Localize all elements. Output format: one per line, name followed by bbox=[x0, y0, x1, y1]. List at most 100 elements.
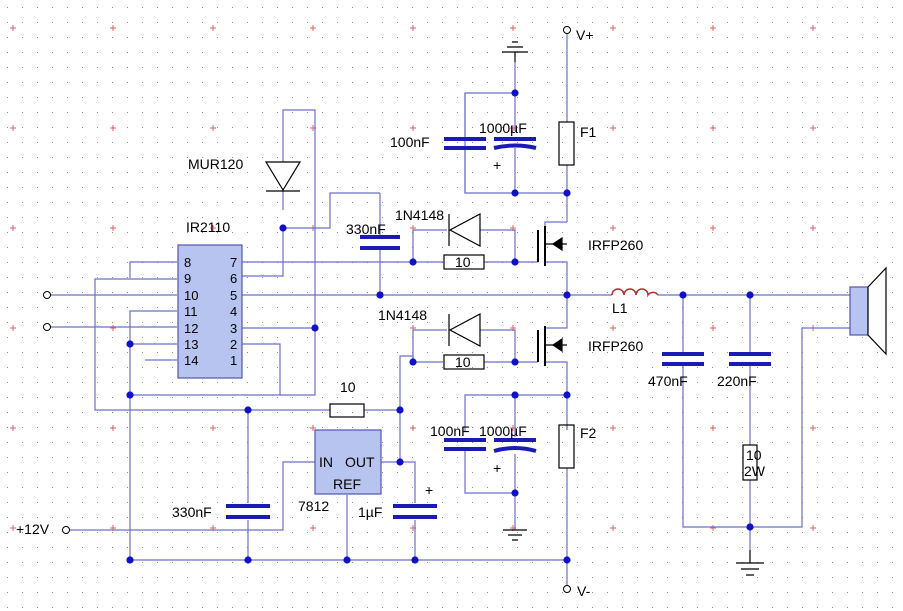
grid-cross bbox=[610, 425, 616, 431]
v12-terminal[interactable] bbox=[62, 526, 70, 534]
cap-top-1000u[interactable] bbox=[493, 137, 537, 150]
cap-output-1u[interactable] bbox=[393, 504, 437, 519]
junction-dot bbox=[511, 189, 519, 197]
grid-cross bbox=[210, 225, 216, 231]
fuse-f1-label: F1 bbox=[580, 124, 597, 140]
grid-cross bbox=[710, 25, 716, 31]
regulator-7812[interactable] bbox=[314, 429, 382, 495]
vplus-label: V+ bbox=[576, 27, 594, 43]
mosfet-top-irfp260[interactable] bbox=[537, 226, 567, 266]
grid-cross bbox=[410, 25, 416, 31]
resistor-snubber-value: 10 bbox=[746, 447, 762, 463]
grid-cross bbox=[610, 325, 616, 331]
v12-label: +12V bbox=[16, 521, 50, 537]
cap-input-330n-label: 330nF bbox=[172, 504, 212, 520]
junction-dot bbox=[409, 258, 417, 266]
junction-dot bbox=[244, 556, 252, 564]
grid-cross bbox=[310, 425, 316, 431]
cap-top-100n[interactable] bbox=[444, 137, 486, 150]
ic-ir2110[interactable] bbox=[177, 244, 243, 379]
grid-cross bbox=[10, 25, 16, 31]
junction-dot bbox=[679, 291, 687, 299]
ic-pin-10: 10 bbox=[184, 288, 198, 303]
junction-dot bbox=[126, 340, 134, 348]
resistor-snubber[interactable] bbox=[742, 444, 758, 481]
ic-pin-4: 4 bbox=[230, 304, 237, 319]
cap-220n[interactable] bbox=[729, 352, 771, 366]
cap-input-330n[interactable] bbox=[226, 504, 270, 519]
cap-bot-1000u[interactable] bbox=[493, 438, 537, 453]
grid-cross bbox=[410, 125, 416, 131]
junction-dot bbox=[511, 89, 519, 97]
input-terminal-hin[interactable] bbox=[43, 291, 51, 299]
cap-bootstrap[interactable] bbox=[360, 235, 400, 250]
grid-cross bbox=[810, 125, 816, 131]
ground-bottom-icon bbox=[503, 529, 527, 541]
cap-top-1000u-label: 1000µF bbox=[479, 120, 527, 136]
grid-cross bbox=[610, 125, 616, 131]
grid-cross bbox=[110, 325, 116, 331]
junction-dot bbox=[396, 406, 404, 414]
fuse-f2[interactable] bbox=[558, 424, 575, 469]
grid-cross bbox=[810, 425, 816, 431]
regulator-out-pin: OUT bbox=[345, 454, 375, 470]
mosfet-top-label: IRFP260 bbox=[588, 237, 643, 253]
grid-cross bbox=[710, 425, 716, 431]
diode-mur120[interactable] bbox=[264, 161, 302, 192]
grid-cross bbox=[210, 425, 216, 431]
diode-bot-label: 1N4148 bbox=[378, 307, 427, 323]
cap-top-1000u-plus: + bbox=[493, 157, 501, 173]
grid-cross bbox=[10, 425, 16, 431]
resistor-top-gate[interactable] bbox=[443, 254, 485, 270]
cap-bot-100n[interactable] bbox=[444, 438, 486, 451]
cap-bot-100n-label: 100nF bbox=[430, 423, 470, 439]
junction-dot bbox=[563, 391, 571, 399]
grid-cross bbox=[110, 425, 116, 431]
input-terminal-lin[interactable] bbox=[43, 323, 51, 331]
ic-pin-8: 8 bbox=[184, 255, 191, 270]
mosfet-bot-irfp260[interactable] bbox=[537, 326, 567, 366]
cap-220n-label: 220nF bbox=[717, 373, 757, 389]
vminus-terminal[interactable] bbox=[563, 585, 571, 593]
resistor-reg-label: 10 bbox=[340, 379, 356, 395]
ground-output-icon bbox=[736, 550, 764, 576]
junction-dot bbox=[343, 556, 351, 564]
junction-dot bbox=[244, 406, 252, 414]
grid-cross bbox=[210, 25, 216, 31]
ic-pin-12: 12 bbox=[184, 321, 198, 336]
fuse-f1[interactable] bbox=[558, 121, 575, 166]
grid-cross bbox=[810, 25, 816, 31]
junction-dot bbox=[409, 358, 417, 366]
regulator-name: 7812 bbox=[298, 498, 329, 514]
ic-pin-1: 1 bbox=[230, 353, 237, 368]
diode-top-1n4148[interactable] bbox=[448, 213, 481, 247]
ic-pin-13: 13 bbox=[184, 337, 198, 352]
ic-pin-3: 3 bbox=[230, 321, 237, 336]
junction-dot bbox=[563, 556, 571, 564]
cap-470n[interactable] bbox=[662, 352, 704, 366]
regulator-in-pin: IN bbox=[319, 454, 333, 470]
junction-dot bbox=[746, 291, 754, 299]
fuse-f2-label: F2 bbox=[580, 425, 597, 441]
resistor-top-gate-label: 10 bbox=[455, 254, 471, 270]
grid-cross bbox=[110, 125, 116, 131]
diode-bot-1n4148[interactable] bbox=[448, 313, 481, 347]
inductor-l1[interactable] bbox=[611, 288, 659, 298]
resistor-reg[interactable] bbox=[329, 403, 365, 418]
ic-pin-9: 9 bbox=[184, 271, 191, 286]
resistor-bot-gate[interactable] bbox=[443, 354, 485, 370]
junction-dot bbox=[411, 556, 419, 564]
grid-cross bbox=[710, 225, 716, 231]
junction-dot bbox=[511, 358, 519, 366]
grid-cross bbox=[310, 525, 316, 531]
junction-dot bbox=[279, 224, 287, 232]
loudspeaker-icon[interactable] bbox=[849, 266, 887, 356]
junction-dot bbox=[311, 324, 319, 332]
junction-dot bbox=[563, 291, 571, 299]
grid-cross bbox=[310, 25, 316, 31]
grid-cross bbox=[210, 125, 216, 131]
vplus-terminal[interactable] bbox=[563, 26, 571, 34]
junction-dot bbox=[511, 489, 519, 497]
